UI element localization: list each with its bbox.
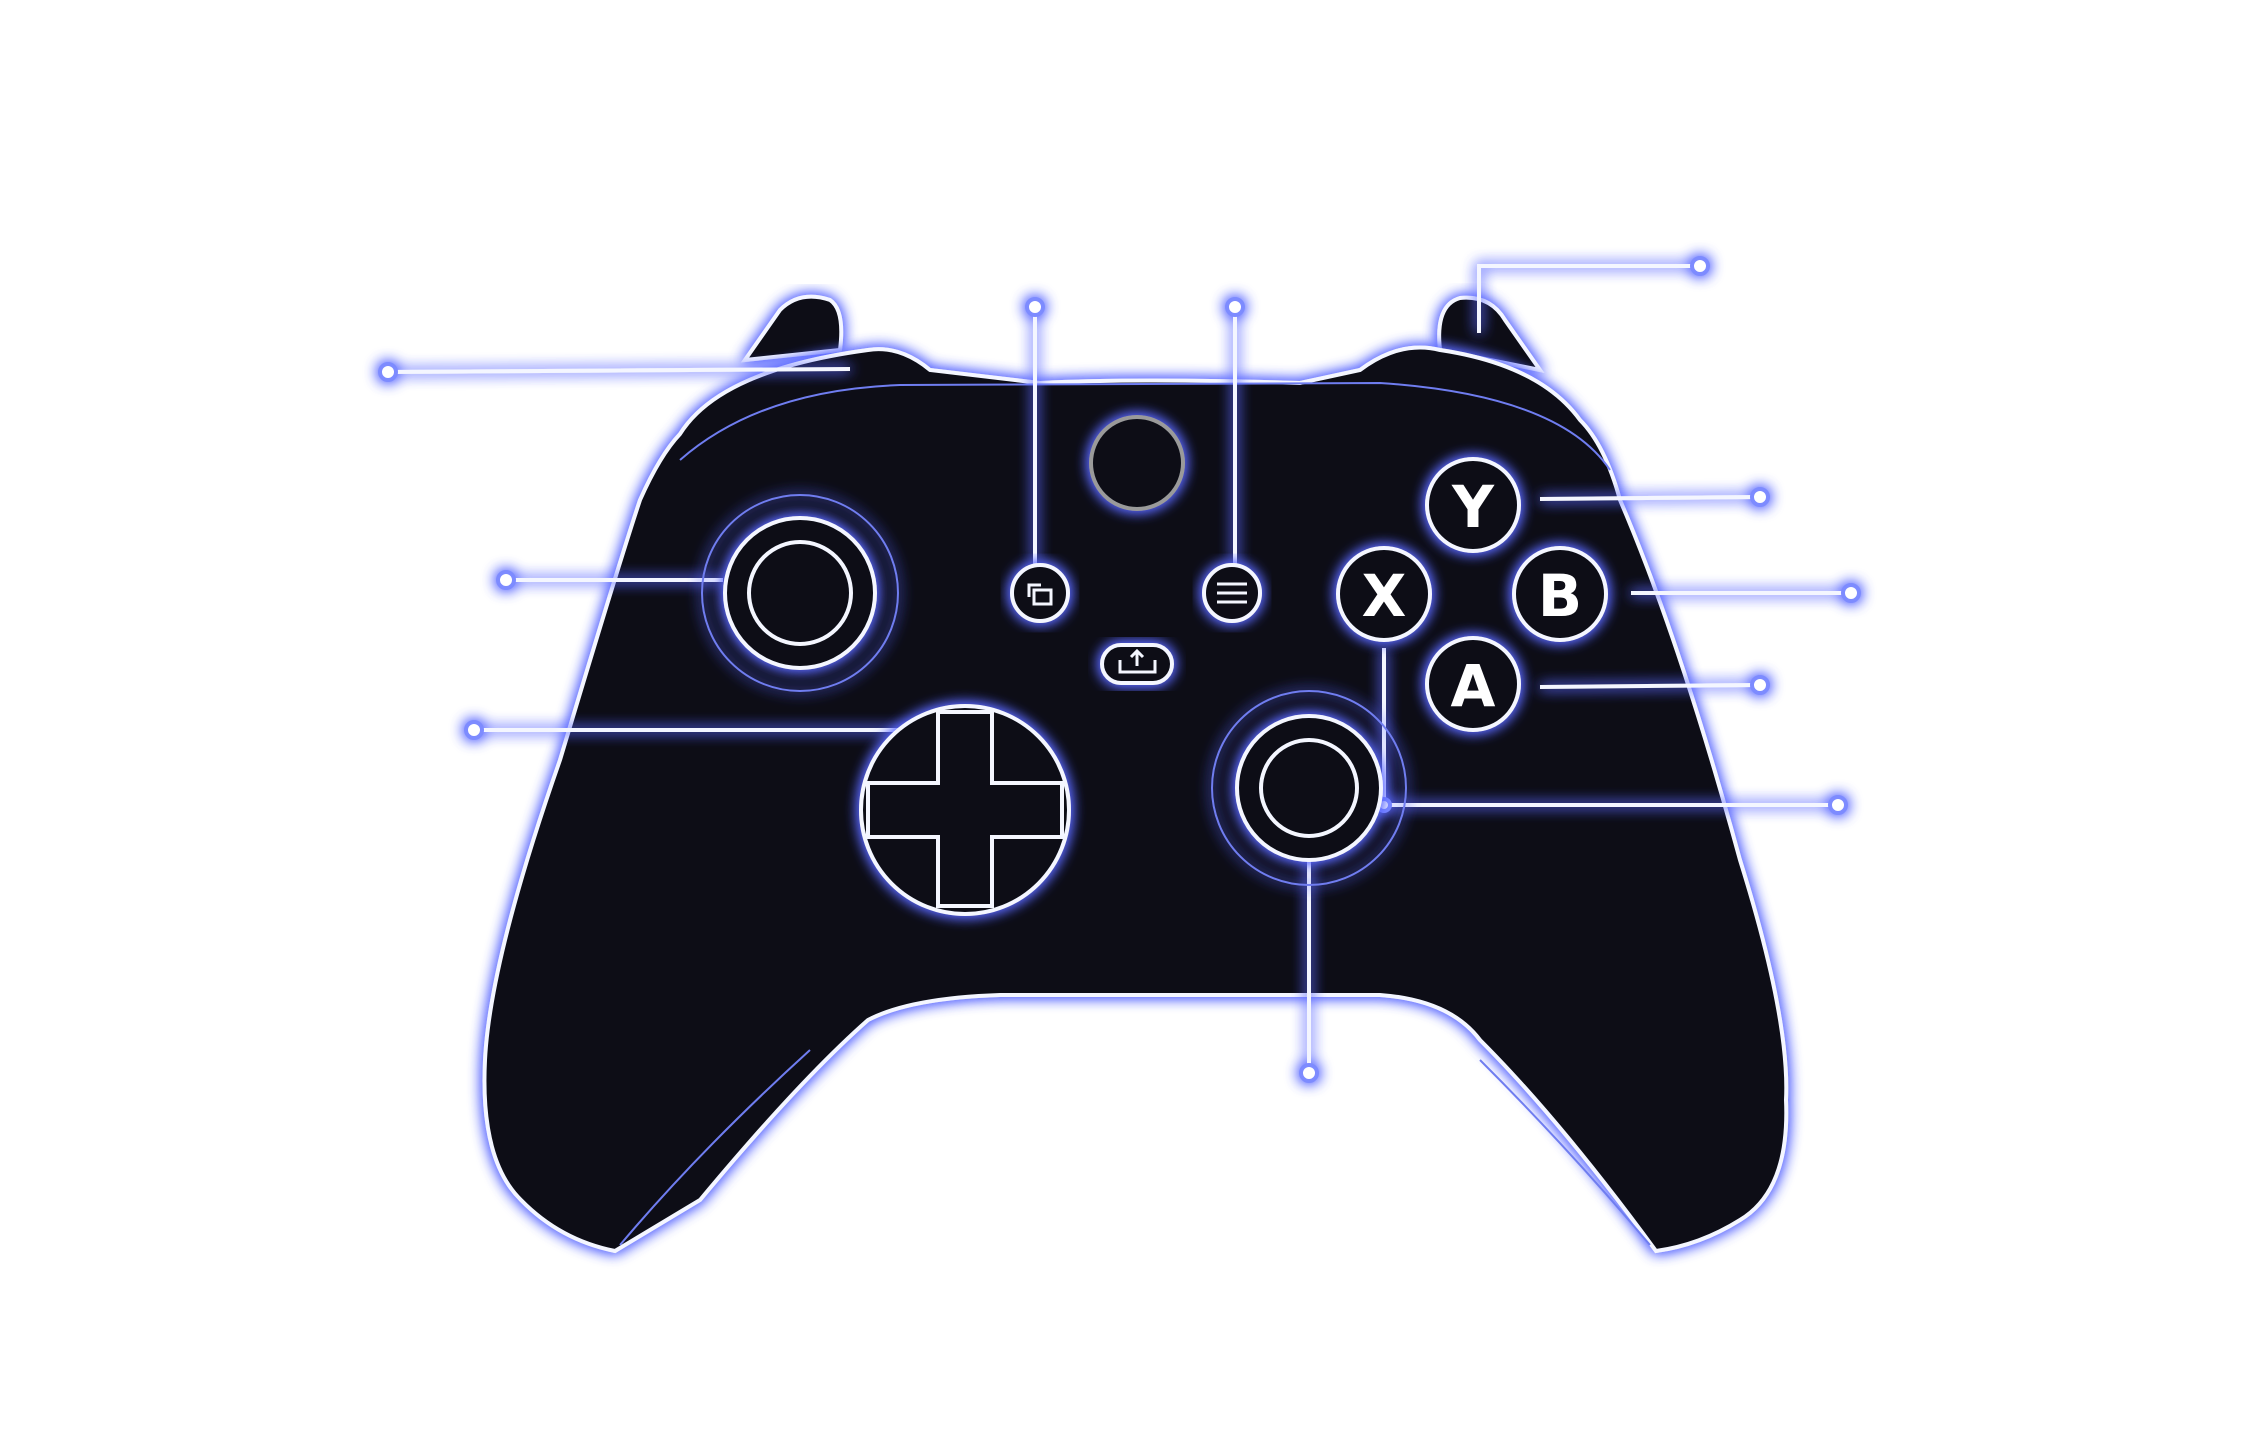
callout-dot bbox=[1025, 297, 1045, 317]
left-stick[interactable] bbox=[701, 494, 899, 692]
callout-dot bbox=[378, 362, 398, 382]
guide-button[interactable] bbox=[1089, 415, 1185, 511]
y-button-label: Y bbox=[1451, 473, 1495, 541]
b-button[interactable]: B bbox=[1512, 546, 1608, 642]
callout-dot bbox=[1828, 795, 1848, 815]
callout-right-trigger bbox=[1477, 264, 1700, 333]
callout-dot bbox=[1299, 1063, 1319, 1083]
menu-icon bbox=[1217, 582, 1247, 604]
right-trigger bbox=[1437, 295, 1545, 373]
right-grip-edge bbox=[1479, 1059, 1651, 1246]
right-stick[interactable] bbox=[1211, 690, 1407, 886]
x-button-label: X bbox=[1362, 562, 1407, 630]
left-trigger bbox=[740, 294, 844, 363]
menu-button[interactable] bbox=[1202, 563, 1262, 623]
top-bumper-edge bbox=[679, 381, 1611, 471]
y-button[interactable]: Y bbox=[1425, 457, 1521, 553]
callout-dot bbox=[496, 570, 516, 590]
callout-dot bbox=[1690, 256, 1710, 276]
callout-dot bbox=[1750, 675, 1770, 695]
callout-dot bbox=[1225, 297, 1245, 317]
callout-dot bbox=[464, 720, 484, 740]
callout-dot bbox=[1750, 487, 1770, 507]
a-button[interactable]: A bbox=[1425, 636, 1521, 732]
b-button-label: B bbox=[1538, 562, 1582, 630]
dpad[interactable] bbox=[859, 704, 1071, 916]
callout-left-bumper bbox=[387, 367, 851, 374]
callout-a bbox=[1539, 683, 1761, 689]
left-grip-edge bbox=[619, 1049, 811, 1246]
share-button[interactable] bbox=[1100, 643, 1174, 685]
view-button[interactable] bbox=[1010, 563, 1070, 623]
a-button-label: A bbox=[1451, 652, 1496, 720]
x-button[interactable]: X bbox=[1336, 546, 1432, 642]
share-icon bbox=[1118, 648, 1157, 674]
view-icon bbox=[1027, 583, 1053, 606]
callout-dot bbox=[1841, 583, 1861, 603]
callout-y bbox=[1539, 495, 1761, 501]
